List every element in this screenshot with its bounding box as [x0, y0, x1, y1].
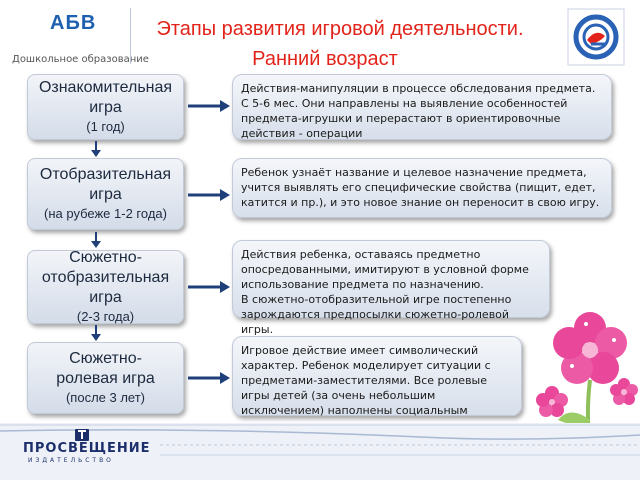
stage-name: Сюжетно- ролевая игра	[56, 350, 155, 387]
stage-age: (на рубеже 1-2 года)	[44, 206, 167, 221]
right-arrow-icon	[188, 100, 230, 112]
down-arrow-icon	[91, 325, 101, 341]
stage-name: Сюжетно- отобразительная игра	[41, 249, 170, 306]
abv-logo: АБВ	[50, 12, 97, 34]
right-arrow-icon	[188, 372, 230, 384]
stage-box-role-play: Сюжетно- ролевая игра (после 3 лет)	[27, 342, 184, 414]
publisher-name: ПРОСВЕЩЕНИЕ	[23, 441, 151, 456]
slide-subtitle: Ранний возраст	[252, 48, 398, 70]
stage-age: (после 3 лет)	[65, 390, 146, 405]
stage-name: Ознакомительная игра	[38, 79, 173, 116]
description-box: Игровое действие имеет символический хар…	[232, 336, 522, 432]
description-box: Действия-манипуляции в процессе обследов…	[232, 74, 612, 140]
right-arrow-icon	[188, 189, 230, 201]
header-divider	[130, 8, 131, 64]
down-arrow-icon	[91, 232, 101, 248]
stage-box-familiarization: Ознакомительная игра (1 год)	[27, 74, 184, 140]
stage-box-plot-display: Сюжетно- отобразительная игра (2-3 года)	[27, 249, 184, 324]
publisher-emblem-icon	[567, 8, 625, 66]
publisher-subtitle: ИЗДАТЕЛЬСТВО	[28, 457, 114, 464]
stage-age: (2-3 года)	[76, 309, 135, 324]
logo-subtitle: Дошкольное образование	[12, 54, 149, 65]
description-box: Действия ребенка, оставаясь предметно оп…	[232, 240, 550, 336]
stage-name: Отобразительная игра	[39, 166, 172, 203]
right-arrow-icon	[188, 281, 230, 293]
footer-band	[0, 423, 640, 480]
slide-title: Этапы развития игровой деятельности.	[156, 18, 524, 40]
down-arrow-icon	[91, 141, 101, 157]
description-box: Ребенок узнаёт название и целевое назнач…	[232, 158, 612, 218]
stage-box-display: Отобразительная игра (на рубеже 1-2 года…	[27, 158, 184, 230]
stage-age: (1 год)	[86, 119, 125, 134]
